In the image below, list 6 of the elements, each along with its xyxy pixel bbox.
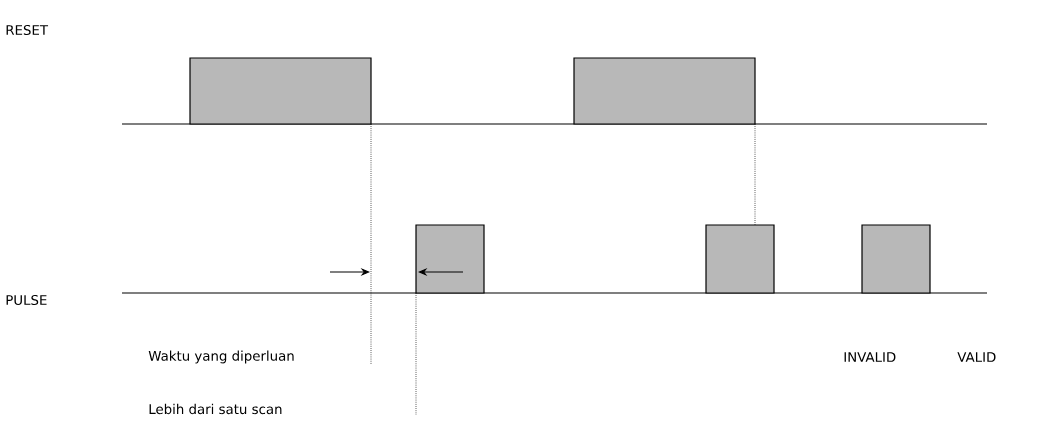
signal-label: RESET [6, 24, 49, 36]
signal-label: Waktu yang diperluan [148, 350, 294, 364]
signal-label: INVALID [844, 352, 896, 362]
signal-label: VALID [957, 352, 996, 362]
signal-label: PULSE [6, 294, 47, 306]
signal-label: Lebih dari satu scan [149, 403, 282, 415]
